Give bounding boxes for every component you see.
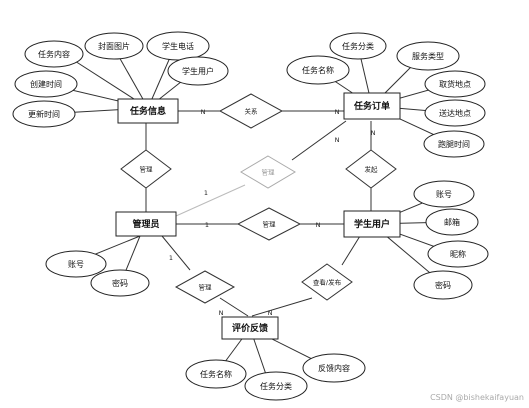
attribute-label: 学生用户 — [182, 66, 214, 76]
cardinality-label: N — [219, 309, 224, 317]
attribute-task-order: 送达地点 — [424, 99, 486, 127]
attribute-label: 取货地点 — [439, 79, 471, 89]
cardinality-label: 1 — [204, 189, 208, 197]
attribute-label: 任务内容 — [38, 49, 70, 59]
watermark: CSDN @bishekaifayuan — [430, 393, 524, 402]
entity-task-info: 任务信息 — [117, 98, 179, 124]
cardinality-label: 1 — [205, 221, 209, 229]
attribute-admin: 账号 — [45, 250, 107, 278]
attribute-task-order: 取货地点 — [424, 70, 486, 98]
attribute-ellipses: 任务内容封面图片学生电话学生用户创建时间更新时间任务名称任务分类服务类型取货地点… — [12, 31, 489, 401]
attribute-task-order: 任务分类 — [329, 32, 387, 60]
attribute-admin: 密码 — [90, 269, 150, 297]
attribute-label: 送达地点 — [439, 108, 471, 118]
attribute-task-order: 服务类型 — [396, 41, 460, 71]
attribute-label: 账号 — [68, 260, 84, 269]
cardinality-label: N — [268, 309, 273, 317]
entity-label: 任务订单 — [353, 100, 390, 112]
attribute-student: 昵称 — [427, 240, 489, 268]
attribute-label: 学生电话 — [162, 41, 194, 51]
attribute-task-order: 跑腿时间 — [423, 130, 485, 158]
relation-student-feedback: 查看/发布 — [301, 263, 353, 301]
attribute-feedback: 任务名称 — [185, 359, 247, 389]
attribute-student: 账号 — [413, 180, 475, 208]
relation-label: 管理 — [262, 168, 276, 177]
attribute-label: 封面图片 — [98, 41, 130, 51]
attribute-label: 邮箱 — [444, 217, 460, 227]
entity-feedback: 评价反馈 — [221, 316, 279, 340]
relation-admin-student: 管理 — [236, 207, 302, 241]
attribute-feedback: 任务分类 — [244, 371, 308, 401]
relation-task-order: 关系 — [218, 93, 284, 129]
attribute-label: 反馈内容 — [318, 363, 350, 373]
cardinality-label: N — [201, 108, 206, 116]
entity-label: 评价反馈 — [232, 322, 268, 334]
attribute-label: 任务分类 — [260, 381, 292, 391]
attribute-label: 密码 — [435, 280, 451, 290]
attribute-label: 任务名称 — [302, 65, 334, 75]
attribute-label: 账号 — [436, 190, 452, 199]
relation-admin-feedback: 管理 — [174, 270, 236, 304]
attribute-task-info: 更新时间 — [12, 100, 76, 128]
entity-admin: 管理员 — [115, 211, 177, 237]
relation-label: 关系 — [245, 107, 259, 116]
relation-label: 查看/发布 — [313, 278, 342, 287]
attribute-task-order: 任务名称 — [286, 55, 350, 85]
relation-admin-order: 管理 — [240, 155, 296, 189]
relation-label: 管理 — [199, 283, 213, 292]
cardinality-label: 1 — [169, 254, 173, 262]
entity-label: 学生用户 — [354, 218, 390, 230]
attribute-student: 密码 — [413, 270, 473, 300]
cardinality-label: N — [371, 129, 376, 137]
relation-label: 发起 — [365, 165, 379, 174]
entity-student: 学生用户 — [343, 210, 401, 238]
attribute-student: 邮箱 — [425, 208, 479, 236]
attribute-label: 昵称 — [450, 249, 466, 259]
cardinality-label: N — [335, 108, 340, 116]
entity-label: 任务信息 — [129, 105, 166, 117]
relation-label: 管理 — [263, 220, 277, 229]
attribute-task-info: 创建时间 — [14, 70, 78, 98]
relation-label: 管理 — [140, 165, 154, 174]
attribute-label: 跑腿时间 — [438, 139, 470, 149]
attribute-label: 任务名称 — [200, 369, 232, 379]
attribute-label: 任务分类 — [342, 41, 374, 51]
entity-label: 管理员 — [132, 218, 159, 230]
entity-task-order: 任务订单 — [343, 92, 401, 120]
attribute-label: 更新时间 — [28, 109, 60, 119]
cardinality-label: N — [316, 221, 321, 229]
attribute-task-info: 学生用户 — [167, 56, 229, 86]
attribute-label: 密码 — [112, 278, 128, 288]
relationship-diamonds: 关系管理管理发起管理管理查看/发布 — [120, 93, 397, 304]
relation-admin-task: 管理 — [120, 149, 172, 189]
attribute-task-info: 学生电话 — [146, 31, 210, 61]
attribute-task-info: 任务内容 — [24, 40, 84, 68]
attribute-label: 创建时间 — [30, 79, 62, 89]
attribute-feedback: 反馈内容 — [302, 353, 366, 383]
attribute-task-info: 封面图片 — [84, 32, 144, 60]
cardinality-label: N — [335, 136, 340, 144]
relation-order-student: 发起 — [345, 149, 397, 189]
attribute-label: 服务类型 — [412, 51, 444, 61]
